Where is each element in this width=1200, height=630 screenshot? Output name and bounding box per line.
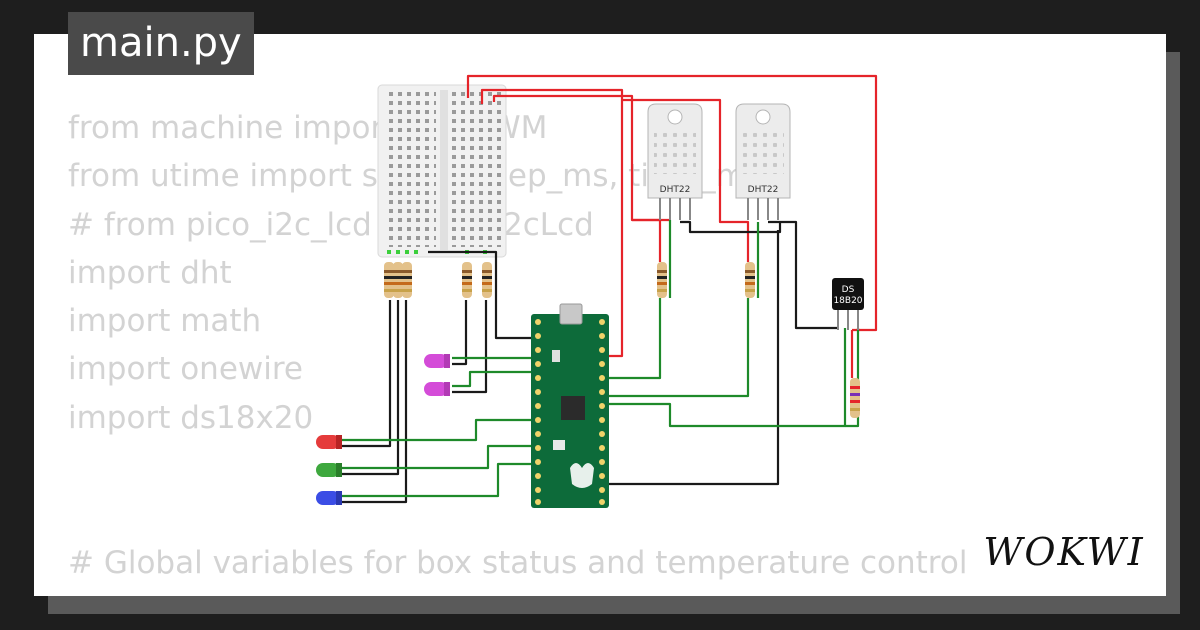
pico-board[interactable] xyxy=(531,303,609,508)
wire-signal xyxy=(452,370,532,388)
ds18b20-label-1: DS xyxy=(842,285,855,295)
wire-signal xyxy=(342,444,532,470)
wire-power xyxy=(480,88,624,358)
dht22-1-label: DHT22 xyxy=(660,185,691,195)
code-line: import math xyxy=(68,303,262,340)
wire-signal xyxy=(342,462,532,498)
wokwi-logo-text: WOKWI xyxy=(983,530,1144,574)
wire-power xyxy=(622,98,750,262)
wire-signal xyxy=(600,328,847,428)
wire-signal xyxy=(342,418,532,442)
wire-ground xyxy=(680,220,782,234)
file-tab[interactable]: main.py xyxy=(68,12,254,75)
code-line: # Global variables for box status and te… xyxy=(68,544,968,581)
led-red[interactable] xyxy=(316,435,342,449)
wire-ground xyxy=(600,230,780,486)
code-line: import ds18x20 xyxy=(68,399,314,436)
led-green[interactable] xyxy=(316,463,342,477)
wire-ground xyxy=(452,300,468,366)
wire-power xyxy=(492,94,670,222)
code-line: box_status = False xyxy=(68,587,967,596)
dht22-2-label: DHT22 xyxy=(748,185,779,195)
wire-signal xyxy=(845,328,860,428)
ds18b20-sensor[interactable]: DS 18B20 xyxy=(832,278,864,330)
wokwi-logo: WOKWI xyxy=(983,530,1144,574)
wire-ground xyxy=(452,300,488,394)
breadboard[interactable] xyxy=(377,84,507,258)
wire-ground xyxy=(342,300,408,504)
wire-signal xyxy=(600,298,750,398)
code-line: import onewire xyxy=(68,351,303,388)
led-blue[interactable] xyxy=(316,491,342,505)
ds18b20-label-2: 18B20 xyxy=(833,296,862,306)
dht22-sensor-1[interactable]: DHT22 xyxy=(647,103,703,220)
dht22-sensor-2[interactable]: DHT22 xyxy=(735,103,791,220)
wire-power xyxy=(466,74,878,332)
wire-ground xyxy=(342,300,392,448)
wire-power xyxy=(632,218,662,262)
resistor-group xyxy=(384,262,860,418)
wire-ground xyxy=(428,250,532,340)
led-magenta-1[interactable] xyxy=(424,354,450,368)
code-line: import dht xyxy=(68,254,232,291)
led-magenta-2[interactable] xyxy=(424,382,450,396)
wire-signal xyxy=(600,298,662,380)
wire-ground xyxy=(342,300,400,476)
wire-ground xyxy=(768,220,838,330)
